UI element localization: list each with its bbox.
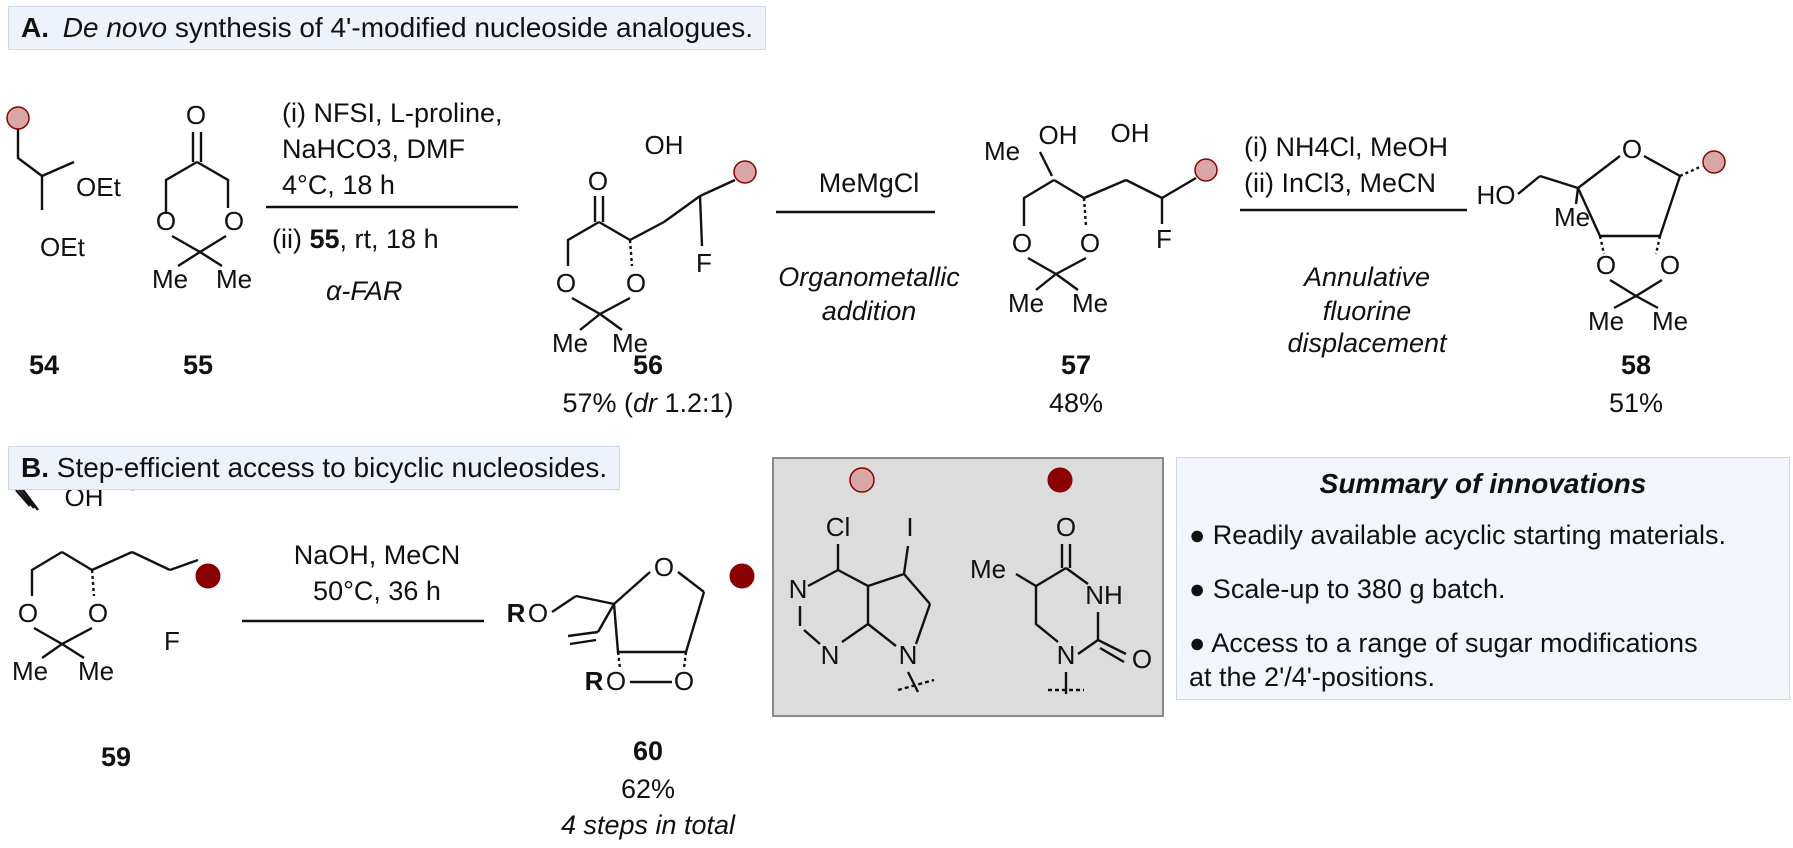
atom-o-ring-55a: O bbox=[156, 206, 176, 236]
atom-f-56: F bbox=[696, 248, 712, 278]
atom-f-57: F bbox=[1156, 224, 1172, 254]
compound-60-yield: 62% bbox=[620, 774, 676, 804]
step2-name-line1: Organometallic bbox=[778, 262, 960, 292]
atom-o-60b: O bbox=[606, 666, 626, 696]
atom-r-60a: R bbox=[507, 598, 526, 628]
section-b-title: Step-efficient access to bicyclic nucleo… bbox=[49, 452, 608, 483]
step3-name-line1: Annulative bbox=[1303, 262, 1431, 292]
atom-oet-1: OEt bbox=[76, 172, 122, 202]
atom-me-57b: Me bbox=[1072, 288, 1108, 318]
summary-box: Summary of innovations ● Readily availab… bbox=[1176, 457, 1790, 700]
atom-o-ring-58: O bbox=[1622, 134, 1642, 164]
atom-o-59b: O bbox=[88, 598, 108, 628]
step3-line2: (ii) InCl3, MeCN bbox=[1244, 168, 1437, 198]
step-b-line1: NaOH, MeCN bbox=[293, 540, 461, 570]
atom-me-55a: Me bbox=[152, 264, 188, 294]
summary-item-1: ● Readily available acyclic starting mat… bbox=[1189, 520, 1727, 550]
step3-name-line2: fluorine bbox=[1322, 296, 1412, 326]
atom-me-58b: Me bbox=[1652, 306, 1688, 336]
section-a-header: A. De novo synthesis of 4'-modified nucl… bbox=[8, 6, 766, 50]
compound-55-number: 55 bbox=[182, 350, 214, 380]
summary-item-4: at the 2'/4'-positions. bbox=[1189, 662, 1435, 692]
atom-me-56a: Me bbox=[552, 328, 588, 358]
compound-56-yield: 57% (dr 1.2:1) bbox=[540, 388, 756, 419]
structure-58: HO Me O O O Me Me bbox=[1477, 134, 1726, 336]
nucleobase-legend-box bbox=[772, 457, 1164, 717]
section-a-title: synthesis of 4'-modified nucleoside anal… bbox=[167, 12, 753, 43]
compound-59-number: 59 bbox=[100, 742, 132, 772]
step2-reagent: MeMgCl bbox=[818, 168, 920, 198]
arrows-a bbox=[266, 205, 1467, 214]
atom-me-58-top: Me bbox=[1554, 202, 1590, 232]
atom-o-58b: O bbox=[1660, 250, 1680, 280]
atom-o-ring-57a: O bbox=[1012, 228, 1032, 258]
compound-57-yield: 48% bbox=[1048, 388, 1104, 418]
atom-me-59a: Me bbox=[12, 656, 48, 686]
atom-oh-57b: OH bbox=[1111, 118, 1150, 148]
compound-58-number: 58 bbox=[1620, 350, 1652, 380]
atom-oh-56: OH bbox=[645, 130, 684, 160]
arrow-b bbox=[242, 619, 484, 623]
structure-57: Me OH O O Me Me OH F bbox=[984, 118, 1218, 318]
atom-me-57-top: Me bbox=[984, 136, 1020, 166]
structure-55: O O O Me Me bbox=[152, 100, 252, 294]
structure-56: O O O Me Me OH F bbox=[552, 130, 757, 358]
step3-line1: (i) NH4Cl, MeOH bbox=[1244, 132, 1449, 162]
compound-56-dr-value: 1.2:1) bbox=[657, 388, 734, 418]
atom-f-59: F bbox=[164, 626, 180, 656]
atom-oet-2: OEt bbox=[40, 232, 86, 262]
summary-item-3: ● Access to a range of sugar modificatio… bbox=[1189, 628, 1698, 658]
section-b-letter: B. bbox=[21, 452, 49, 483]
atom-o-ring-56b: O bbox=[626, 268, 646, 298]
atom-me-59b: Me bbox=[78, 656, 114, 686]
structure-59: OH OH O O Me Me F bbox=[12, 466, 221, 686]
step1-line4-bold: 55 bbox=[309, 224, 340, 254]
atom-o-60c: O bbox=[674, 666, 694, 696]
atom-o-58a: O bbox=[1596, 250, 1616, 280]
compound-56-yield-pre: 57% ( bbox=[562, 388, 633, 418]
atom-o-60a: O bbox=[528, 598, 548, 628]
step-b-line2: 50°C, 36 h bbox=[313, 576, 441, 606]
atom-o-ring-56a: O bbox=[556, 268, 576, 298]
compound-60-note: 4 steps in total bbox=[560, 810, 736, 840]
step3-name-line3: displacement bbox=[1287, 328, 1447, 358]
atom-o-ring-55b: O bbox=[224, 206, 244, 236]
atom-oh-57a: OH bbox=[1039, 120, 1078, 150]
atom-me-57a: Me bbox=[1008, 288, 1044, 318]
section-b-header: B. Step-efficient access to bicyclic nuc… bbox=[8, 446, 621, 490]
atom-ho-58: HO bbox=[1477, 180, 1516, 210]
step1-line1: (i) NFSI, L-proline, bbox=[282, 98, 503, 128]
summary-item-2: ● Scale-up to 380 g batch. bbox=[1189, 574, 1506, 604]
structure-54: OEt OEt bbox=[6, 106, 122, 262]
compound-54-number: 54 bbox=[28, 350, 60, 380]
atom-me-58a: Me bbox=[1588, 306, 1624, 336]
step1-line4: (ii) 55, rt, 18 h bbox=[272, 224, 439, 255]
atom-r-60b: R bbox=[585, 666, 604, 696]
step2-name-line2: addition bbox=[821, 296, 917, 326]
step1-line4-pre: (ii) bbox=[272, 224, 310, 254]
section-a-letter: A. bbox=[21, 12, 49, 43]
compound-56-number: 56 bbox=[632, 350, 664, 380]
compound-56-dr-label: dr bbox=[632, 388, 657, 418]
summary-title: Summary of innovations bbox=[1319, 468, 1647, 499]
atom-o-ketone-55: O bbox=[186, 100, 206, 130]
atom-o-ring-57b: O bbox=[1080, 228, 1100, 258]
atom-me-56b: Me bbox=[612, 328, 648, 358]
atom-me-55b: Me bbox=[216, 264, 252, 294]
compound-60-number: 60 bbox=[632, 736, 664, 766]
compound-57-number: 57 bbox=[1060, 350, 1092, 380]
step1-line4-post: , rt, 18 h bbox=[339, 224, 439, 254]
step1-name: α-FAR bbox=[326, 276, 403, 306]
atom-o-ketone-56: O bbox=[588, 166, 608, 196]
atom-o-59a: O bbox=[18, 598, 38, 628]
step1-line3: 4°C, 18 h bbox=[282, 170, 395, 200]
structure-60: R O O R O O bbox=[507, 552, 755, 696]
section-a-title-italic: De novo bbox=[62, 12, 168, 43]
atom-o-60-ring: O bbox=[654, 552, 674, 582]
compound-58-yield: 51% bbox=[1608, 388, 1664, 418]
step1-line2: NaHCO3, DMF bbox=[282, 134, 466, 164]
